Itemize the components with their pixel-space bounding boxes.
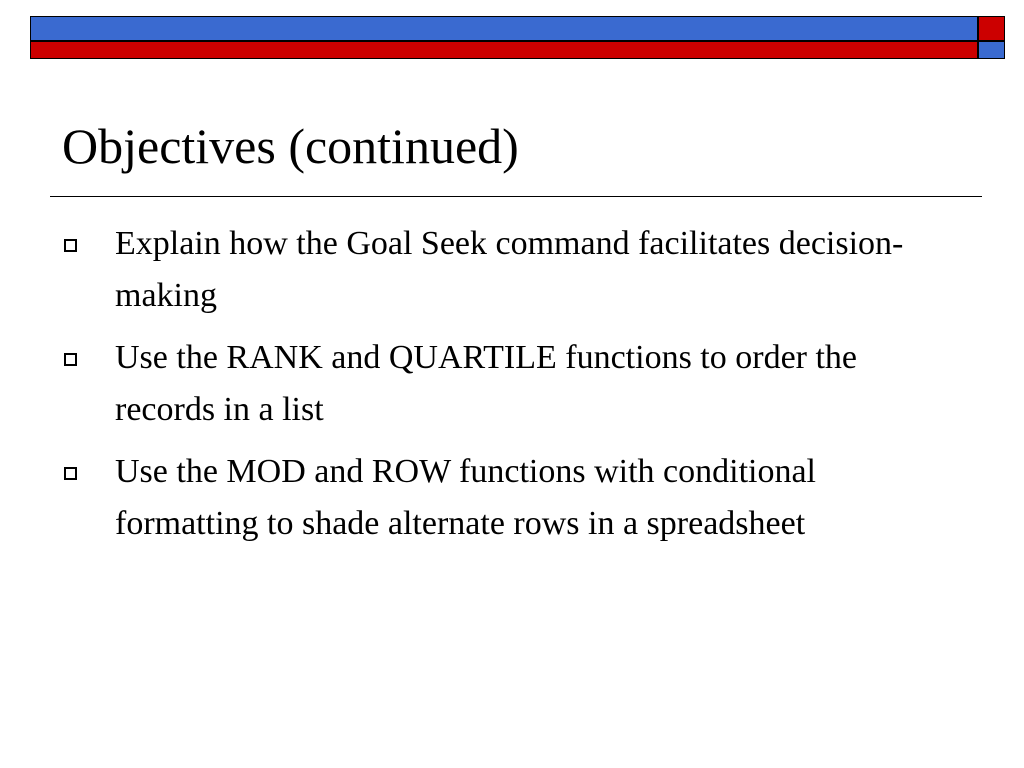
bullet-item: Use the MOD and ROW functions with condi…	[64, 446, 964, 550]
title-divider	[50, 196, 982, 197]
bullet-list: Explain how the Goal Seek command facili…	[64, 218, 964, 560]
bullet-text: Use the MOD and ROW functions with condi…	[115, 453, 817, 542]
slide-title: Objectives (continued)	[62, 118, 519, 174]
bullet-item: Use the RANK and QUARTILE functions to o…	[64, 332, 964, 436]
hollow-square-bullet-icon	[64, 353, 77, 366]
bullet-text: Explain how the Goal Seek command facili…	[115, 225, 904, 314]
bullet-item: Explain how the Goal Seek command facili…	[64, 218, 964, 322]
header-band-blue	[30, 16, 978, 41]
hollow-square-bullet-icon	[64, 467, 77, 480]
corner-square-red	[978, 16, 1005, 41]
header-band-red	[30, 41, 978, 59]
bullet-text: Use the RANK and QUARTILE functions to o…	[115, 339, 858, 428]
hollow-square-bullet-icon	[64, 239, 77, 252]
corner-square-blue	[978, 41, 1005, 59]
